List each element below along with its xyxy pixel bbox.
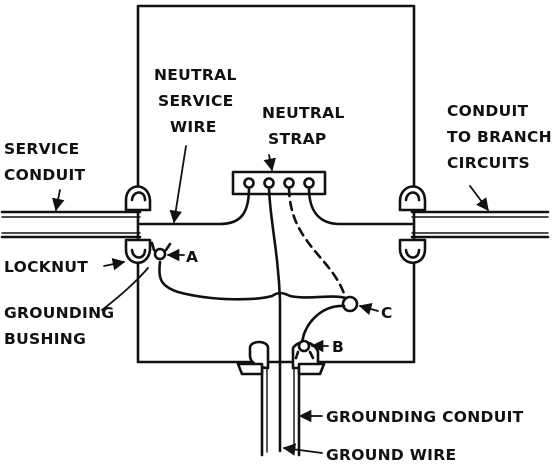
label-grounding-conduit: GROUNDING CONDUIT xyxy=(326,408,524,426)
service-conduit-pipe xyxy=(0,210,142,239)
leader-grounding-bushing xyxy=(101,267,149,311)
terminal-b xyxy=(294,339,315,360)
strap-terminal-2 xyxy=(263,177,275,189)
label-neutral-service-wire-1: NEUTRAL xyxy=(154,66,237,84)
neutral-strap xyxy=(231,170,327,196)
label-grounding-bushing-1: GROUNDING xyxy=(4,304,114,322)
leader-service-conduit xyxy=(52,189,65,212)
neutral-service-wire xyxy=(138,186,251,226)
strap-terminal-3 xyxy=(283,177,295,189)
label-neutral-service-wire-2: SERVICE xyxy=(158,92,234,110)
label-neutral-strap-2: STRAP xyxy=(268,130,327,148)
leader-neutral-service-wire xyxy=(169,145,187,224)
jumper-c-to-b xyxy=(300,304,346,344)
label-branch-conduit-2: TO BRANCH xyxy=(447,128,552,146)
ground-wire xyxy=(267,186,282,453)
label-service-conduit-1: SERVICE xyxy=(4,140,80,158)
label-branch-conduit-1: CONDUIT xyxy=(447,102,529,120)
left-locknut xyxy=(124,185,152,265)
strap-terminal-1 xyxy=(243,177,255,189)
leader-locknut xyxy=(103,258,126,271)
leader-c xyxy=(358,302,379,316)
leader-neutral-strap xyxy=(263,154,276,172)
label-ground-wire: GROUND WIRE xyxy=(326,446,456,464)
label-point-c: C xyxy=(381,304,393,322)
bonding-jumper xyxy=(158,260,348,301)
terminal-a xyxy=(150,241,172,261)
leader-ground-wire xyxy=(282,443,323,456)
right-locknut xyxy=(398,185,427,265)
leader-branch-conduit xyxy=(469,185,489,212)
label-grounding-bushing-2: BUSHING xyxy=(4,330,86,348)
dashed-bond-wire xyxy=(287,186,348,302)
grounding-conduit-pipe xyxy=(260,360,301,457)
label-branch-conduit-3: CIRCUITS xyxy=(447,154,530,172)
terminal-c xyxy=(341,295,359,313)
label-neutral-service-wire-3: WIRE xyxy=(170,118,217,136)
label-point-b: B xyxy=(332,338,344,356)
label-point-a: A xyxy=(186,248,198,266)
label-neutral-strap-1: NEUTRAL xyxy=(262,104,345,122)
label-locknut: LOCKNUT xyxy=(4,258,88,276)
branch-neutral-wire xyxy=(307,186,414,226)
label-service-conduit-2: CONDUIT xyxy=(4,166,86,184)
branch-conduit-pipe xyxy=(410,210,550,239)
strap-terminal-4 xyxy=(303,177,315,189)
